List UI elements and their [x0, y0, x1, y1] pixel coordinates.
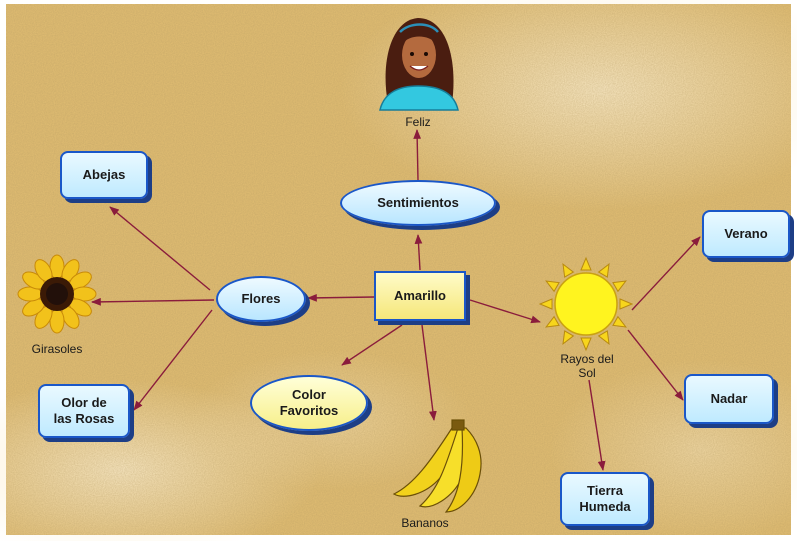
- node-nadar-label: Nadar: [710, 391, 748, 407]
- sun-icon: [538, 256, 634, 352]
- node-verano-label: Verano: [724, 226, 768, 242]
- sunflower-icon: [17, 254, 97, 334]
- girl-icon: [379, 18, 459, 111]
- caption-rayos-del-sol: Rayos del Sol: [540, 352, 634, 381]
- caption-girasoles: Girasoles: [31, 342, 83, 356]
- caption-rayos-line2: Sol: [578, 366, 596, 381]
- connector-lines: [91, 129, 701, 471]
- node-flores-label: Flores: [241, 291, 281, 307]
- caption-feliz: Feliz: [405, 115, 431, 129]
- node-abejas: Abejas: [60, 151, 148, 199]
- caption-bananos: Bananos: [401, 516, 449, 530]
- node-flores: Flores: [216, 276, 306, 322]
- node-nadar: Nadar: [684, 374, 774, 424]
- caption-rayos-line1: Rayos del: [560, 352, 614, 366]
- node-tierra-label-line1: Tierra: [587, 483, 623, 499]
- node-color-favoritos: Color Favoritos: [250, 375, 368, 431]
- node-tierra-humeda: Tierra Humeda: [560, 472, 650, 526]
- node-sentimientos: Sentimientos: [340, 180, 496, 226]
- node-sentimientos-label: Sentimientos: [377, 195, 459, 211]
- bananas-icon: [392, 419, 482, 513]
- node-olor-label-line1: Olor de: [61, 395, 107, 411]
- node-abejas-label: Abejas: [82, 167, 126, 183]
- node-tierra-label-line2: Humeda: [579, 499, 631, 514]
- center-node-label: Amarillo: [393, 288, 446, 304]
- node-olor-label-line2: las Rosas: [53, 411, 115, 426]
- node-color-label-line2: Favoritos: [279, 403, 339, 418]
- node-color-label-line1: Color: [292, 387, 326, 403]
- node-olor-de-las-rosas: Olor de las Rosas: [38, 384, 130, 438]
- center-node-amarillo: Amarillo: [374, 271, 466, 321]
- node-verano: Verano: [702, 210, 790, 258]
